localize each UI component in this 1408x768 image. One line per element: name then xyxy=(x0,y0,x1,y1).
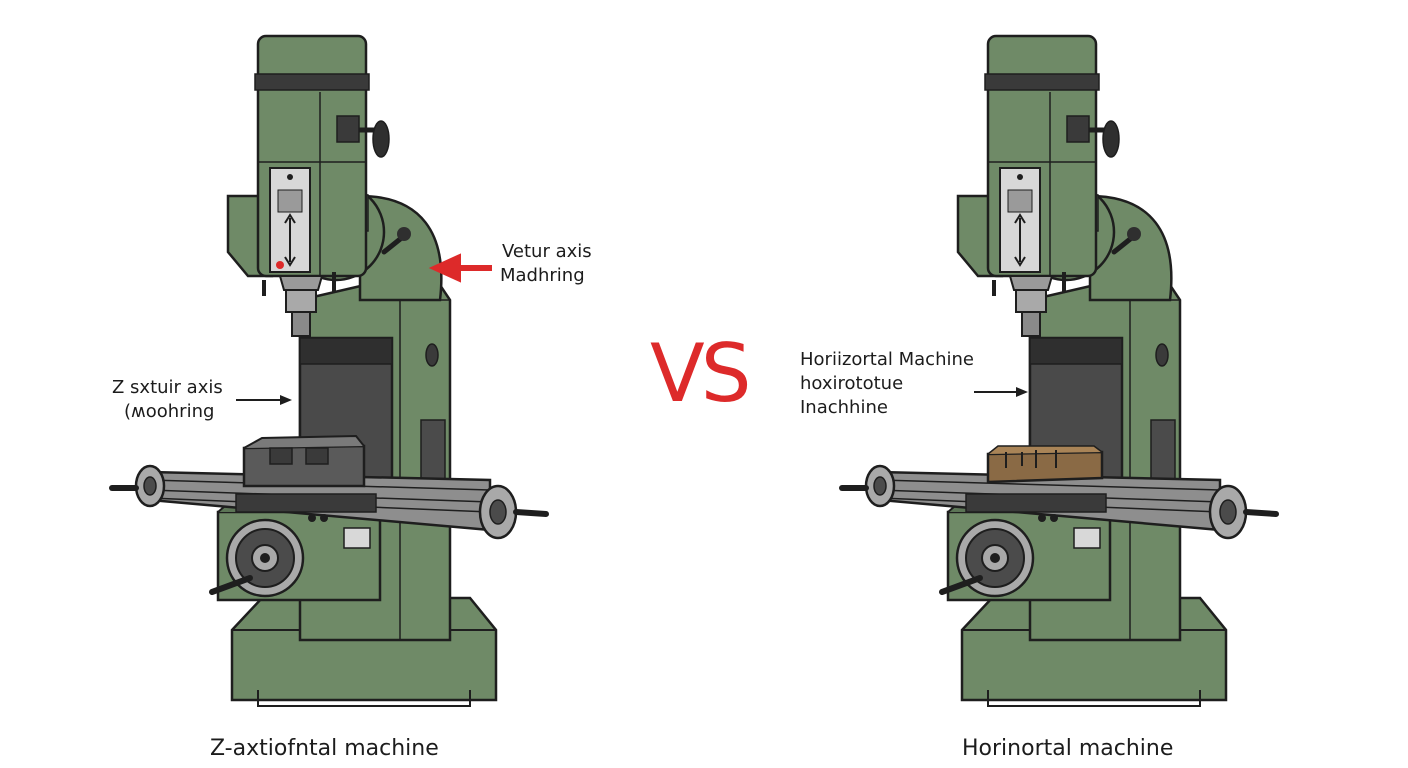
right-machine-caption: Horinortal machine xyxy=(962,736,1174,761)
right-side-callout-line-3: Inachhine xyxy=(800,397,888,418)
right-workpiece xyxy=(986,445,1104,484)
right-side-arrow xyxy=(974,387,1028,397)
left-side-callout-line-2: (ʍoohring xyxy=(124,401,215,422)
red-indicator-dot xyxy=(276,261,284,269)
right-side-callout-line-2: hoxirototue xyxy=(800,373,904,394)
red-pointer-arrow xyxy=(428,253,492,283)
left-machine xyxy=(112,36,546,706)
left-top-callout-line-1: Vetur axis xyxy=(502,241,592,262)
left-vise xyxy=(242,434,366,488)
left-machine-caption: Z-axtiofntal machine xyxy=(210,736,439,761)
right-machine xyxy=(842,36,1276,706)
left-side-arrow xyxy=(236,395,292,405)
left-top-callout-line-2: Madhring xyxy=(500,265,585,286)
right-side-callout-line-1: Horiizortal Machine xyxy=(800,349,974,370)
left-side-callout-line-1: Z ѕxtuir axis xyxy=(112,377,223,398)
vs-label: VS xyxy=(650,327,751,420)
